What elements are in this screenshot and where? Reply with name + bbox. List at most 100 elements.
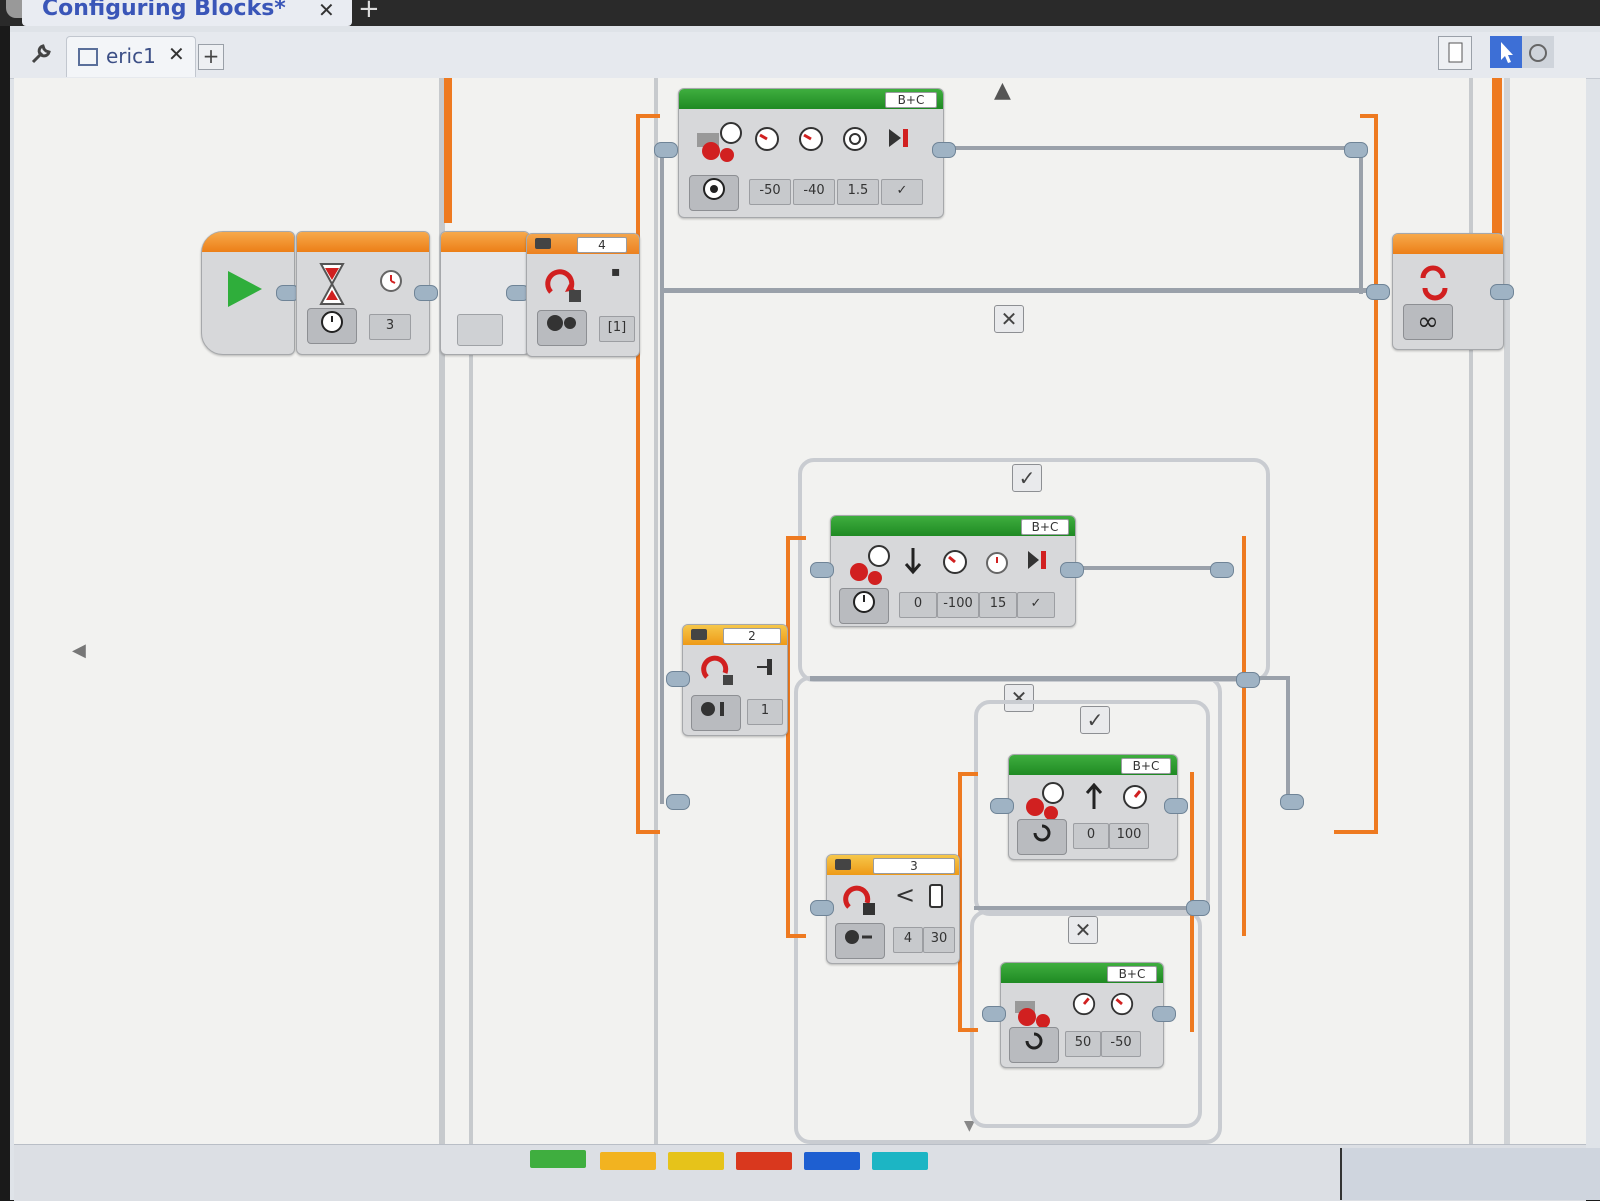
sequence-plug[interactable] [1060,562,1084,578]
steering-a-seconds[interactable]: 15 [979,592,1017,618]
compare-switch-edge [958,772,962,1032]
steering-a-brake[interactable]: ✓ [1017,592,1055,618]
sequence-plug[interactable] [990,798,1014,814]
sequence-plug[interactable] [1152,1006,1176,1022]
palette-tab-sensor[interactable] [668,1152,724,1170]
document-icon[interactable] [1438,36,1472,70]
switch-inner-true-tab[interactable]: ✓ [1012,464,1042,492]
tank-brake[interactable]: ✓ [881,179,923,205]
move-tank-block-top[interactable]: B+C -50 -40 1.5 ✓ [678,88,944,218]
canvas-scroll-left[interactable]: ◀ [72,640,86,661]
sequence-plug[interactable] [1186,900,1210,916]
pan-hand-icon[interactable] [1522,36,1554,68]
wait-seconds-value[interactable]: 3 [369,314,411,340]
motor-ports[interactable]: B+C [1021,519,1069,535]
select-pointer-icon[interactable] [1490,36,1522,68]
sequence-plug[interactable] [1490,284,1514,300]
close-program-icon[interactable]: ✕ [168,42,185,66]
add-program-button[interactable]: + [198,44,224,70]
tank-power-right[interactable]: -40 [793,179,835,205]
wait-block[interactable]: 3 [296,231,430,355]
switch-inner-edge [786,934,806,938]
switch-compare-mode-selector[interactable] [835,923,885,959]
move-tank-block-b[interactable]: B+C 50 -50 [1000,962,1164,1068]
palette-tab-myblocks[interactable] [872,1152,928,1170]
sequence-plug[interactable] [1344,142,1368,158]
sequence-plug[interactable] [1366,284,1390,300]
steering-a-power[interactable]: -100 [937,592,979,618]
palette-tab-advanced[interactable] [804,1152,860,1170]
switch-sequence-wire [1359,146,1363,294]
document-tab[interactable] [22,0,352,26]
close-document-icon[interactable]: ✕ [318,0,335,22]
switch-false-tab[interactable]: ✕ [994,305,1024,333]
steering-b-steering[interactable]: 0 [1073,823,1109,849]
sequence-plug[interactable] [982,1006,1006,1022]
switch-inner-label[interactable]: 2 [723,628,781,644]
switch-block-inner[interactable]: 2 1 [682,624,788,736]
sequence-plug[interactable] [666,671,690,687]
compare-type[interactable]: 4 [893,927,923,953]
canvas-scroll-up[interactable]: ▲ [994,78,1011,103]
steering-b-power[interactable]: 100 [1109,823,1149,849]
move-steering-block-a[interactable]: B+C 0 -100 15 ✓ [830,515,1076,627]
sequence-plug[interactable] [414,285,438,301]
loop-count[interactable]: ∞ [1403,304,1453,340]
switch-block-main[interactable]: 4 ▪ [1] [526,233,640,357]
switch-inner-mode-selector[interactable] [691,695,741,731]
switch-case-value[interactable]: [1] [599,316,635,342]
steering-a-mode-selector[interactable] [839,588,889,624]
sequence-plug[interactable] [1236,672,1260,688]
switch-inner-edge [786,536,806,540]
new-document-icon[interactable]: + [358,0,380,24]
steering-a-steering[interactable]: 0 [899,592,937,618]
switch-inner-false-tab[interactable]: ✕ [1004,684,1034,712]
motor-ports[interactable]: B+C [885,92,937,108]
power-right-icon [1109,991,1135,1023]
motor-ports[interactable]: B+C [1121,758,1171,774]
sequence-plug[interactable] [932,142,956,158]
slot-header [441,232,529,252]
switch-mode-selector[interactable] [537,310,587,346]
hardware-page-corner[interactable] [1340,1148,1600,1200]
switch-label[interactable]: 4 [577,237,627,253]
palette-tab-data[interactable] [736,1152,792,1170]
tank-rotations[interactable]: 1.5 [837,179,879,205]
start-block[interactable] [201,231,295,355]
sequence-plug[interactable] [1210,562,1234,578]
palette-tab-action[interactable] [530,1150,586,1168]
sequence-plug[interactable] [1280,794,1304,810]
sequence-plug[interactable] [654,142,678,158]
sequence-plug[interactable] [1164,798,1188,814]
switch-inner-case-value[interactable]: 1 [747,699,783,725]
switch-sequence-wire [660,146,664,294]
loop-end-block[interactable]: ∞ [1392,233,1504,350]
tank-b-power-right[interactable]: -50 [1101,1031,1141,1057]
wait-mode-selector[interactable] [307,308,357,344]
steering-b-mode-selector[interactable] [1017,819,1067,855]
wrench-icon[interactable] [26,42,56,70]
palette-tab-flow[interactable] [600,1152,656,1170]
hourglass-icon [317,262,347,312]
switch-sequence-wire [934,146,1349,150]
tank-b-power-left[interactable]: 50 [1065,1031,1101,1057]
tank-b-mode-selector[interactable] [1009,1027,1059,1063]
power-left-icon [753,125,781,159]
move-steering-block-b[interactable]: B+C 0 100 [1008,754,1178,860]
sequence-plug[interactable] [666,794,690,810]
program-tab[interactable] [66,36,196,77]
compare-true-tab[interactable]: ✓ [1080,706,1110,734]
compare-switch-edge [958,772,978,776]
compare-threshold[interactable]: 30 [923,927,955,953]
motor-ports[interactable]: B+C [1107,966,1157,982]
sequence-plug[interactable] [810,562,834,578]
switch-block-compare[interactable]: 3 < 4 30 [826,854,960,964]
empty-switch-slot[interactable] [440,231,530,355]
canvas-scroll-down[interactable]: ▼ [964,1118,975,1134]
programming-canvas[interactable]: 3 4 ▪ [1] ✕ ▲ ◀ ▼ B+C [14,78,1586,1144]
tank-power-left[interactable]: -50 [749,179,791,205]
compare-false-tab[interactable]: ✕ [1068,916,1098,944]
sequence-plug[interactable] [810,900,834,916]
tank-mode-selector[interactable] [689,175,739,211]
switch-compare-label[interactable]: 3 [873,858,955,874]
